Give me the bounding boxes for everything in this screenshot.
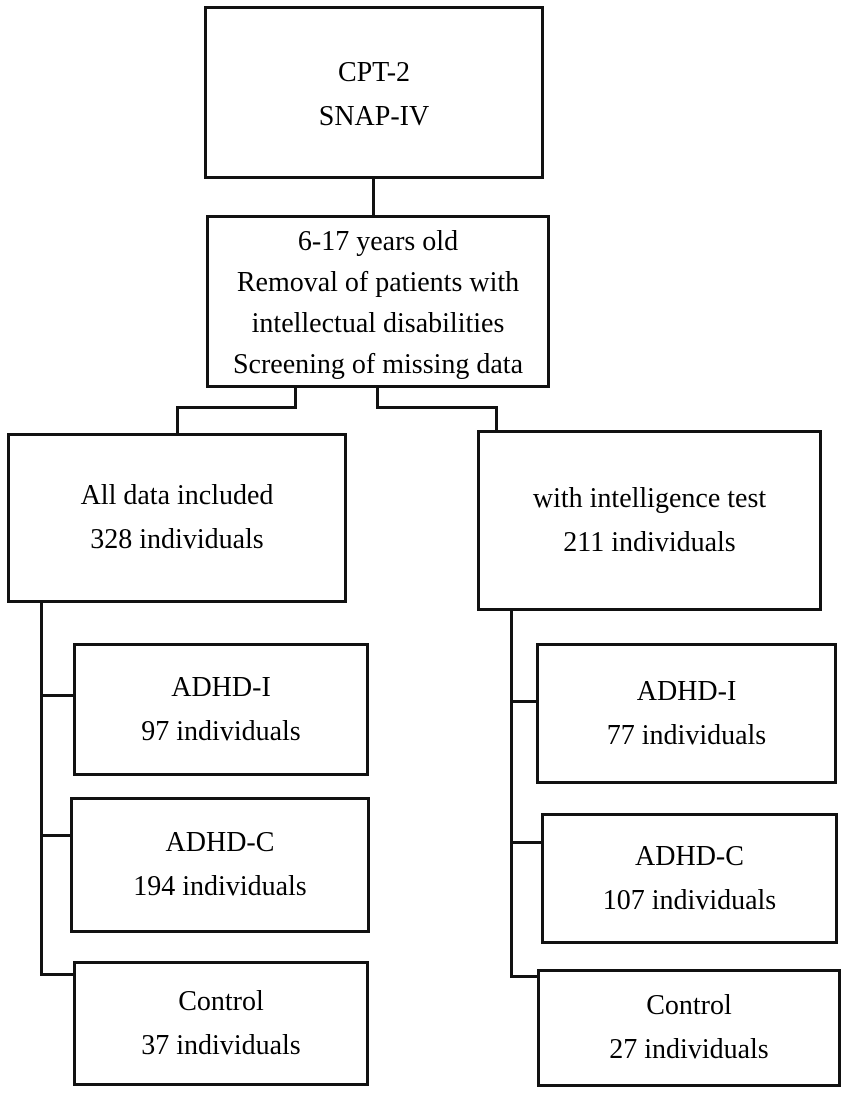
group-count: 194 individuals — [133, 871, 307, 902]
connector-top-to-filter — [372, 178, 375, 216]
criteria-line-1: 6-17 years old — [297, 225, 459, 257]
right-group-adhd-i: ADHD-I 77 individuals — [536, 643, 837, 784]
group-count: 107 individuals — [602, 884, 777, 916]
measures-line-1: CPT-2 — [337, 56, 411, 88]
left-group-control: Control 37 individuals — [73, 961, 369, 1086]
connector-right-trunk — [510, 608, 513, 978]
group-label: Control — [646, 990, 732, 1021]
group-count: 27 individuals — [609, 1034, 769, 1065]
group-label: ADHD-C — [165, 827, 275, 858]
connector-left-branch-1 — [40, 694, 76, 697]
group-count: 97 individuals — [141, 715, 301, 747]
connector-right-to-header — [495, 406, 498, 432]
all-data-title: All data included — [80, 480, 274, 511]
measures-box: CPT-2 SNAP-IV — [204, 6, 544, 179]
right-group-control: Control 27 individuals — [537, 969, 841, 1087]
connector-left-trunk — [40, 600, 43, 976]
connector-left-branch-3 — [40, 973, 76, 976]
group-count: 37 individuals — [141, 1029, 301, 1061]
inclusion-criteria-box: 6-17 years old Removal of patients with … — [206, 215, 550, 388]
all-data-box: All data included 328 individuals — [7, 433, 347, 603]
intelligence-test-title: with intelligence test — [532, 482, 767, 514]
group-label: ADHD-I — [636, 675, 737, 707]
measures-line-2: SNAP-IV — [318, 100, 430, 132]
criteria-line-4: Screening of missing data — [232, 348, 524, 380]
connector-left-branch-2 — [40, 834, 73, 837]
criteria-line-3: intellectual disabilities — [251, 307, 505, 339]
connector-right-horizontal — [376, 406, 498, 409]
criteria-line-2: Removal of patients with — [236, 266, 520, 298]
group-label: ADHD-I — [171, 671, 271, 703]
left-group-adhd-i: ADHD-I 97 individuals — [73, 643, 369, 776]
connector-right-branch-3 — [510, 975, 540, 978]
group-count: 77 individuals — [606, 719, 767, 751]
intelligence-test-count: 211 individuals — [563, 526, 736, 558]
left-group-adhd-c: ADHD-C 194 individuals — [70, 797, 370, 933]
connector-right-branch-2 — [510, 841, 544, 844]
group-label: ADHD-C — [635, 840, 744, 872]
connector-left-to-header — [176, 406, 179, 436]
connector-filter-right-down — [376, 386, 379, 409]
group-label: Control — [178, 985, 264, 1017]
right-group-adhd-c: ADHD-C 107 individuals — [541, 813, 838, 944]
intelligence-test-box: with intelligence test 211 individuals — [477, 430, 822, 611]
connector-left-horizontal — [176, 406, 297, 409]
all-data-count: 328 individuals — [90, 524, 264, 555]
connector-right-branch-1 — [510, 700, 539, 703]
connector-filter-left-down — [294, 386, 297, 409]
